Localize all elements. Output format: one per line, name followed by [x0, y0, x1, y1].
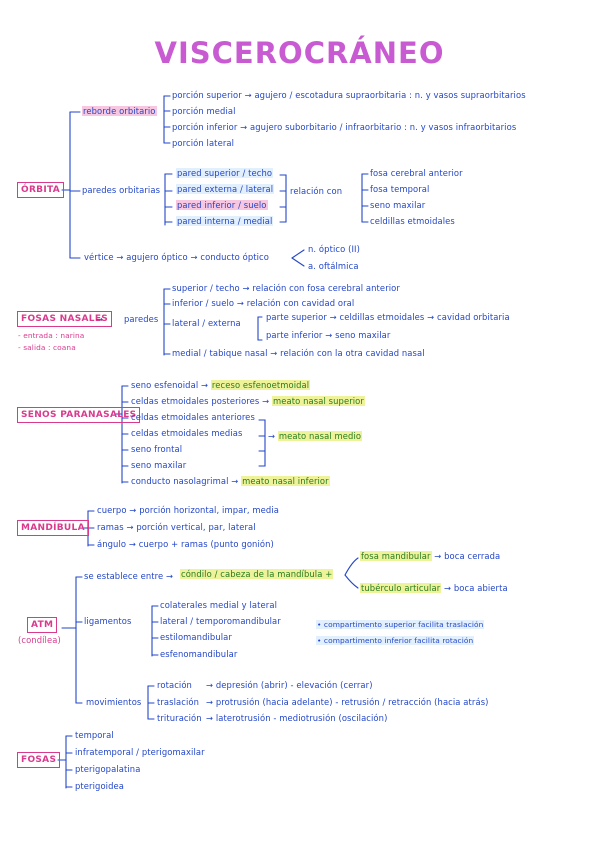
- fosas-item: superior / techo → relación con fosa cer…: [172, 283, 400, 293]
- ligamento-item: colaterales medial y lateral: [160, 600, 277, 610]
- reborde-item: porción superior → agujero / escotadura …: [172, 90, 526, 100]
- ligamento-item: esfenomandibular: [160, 649, 238, 659]
- vertice-text: vértice → agujero óptico → conducto ópti…: [84, 252, 269, 262]
- movimiento-v: → protrusión (hacia adelante) - retrusió…: [206, 697, 489, 707]
- atm-tuberculo: tubérculo articular → boca abierta: [360, 583, 508, 593]
- seno-item: celdas etmoidales anteriores: [131, 412, 255, 422]
- fosa-item: infratemporal / pterigomaxilar: [75, 747, 205, 757]
- fosa-item: pterigoidea: [75, 781, 124, 791]
- meato-medio: → meato nasal medio: [268, 431, 363, 441]
- mandibula-item: ramas → porción vertical, par, lateral: [97, 522, 256, 532]
- seno-item: seno esfenoidal → receso esfenoetmoidal: [131, 380, 311, 390]
- mandibula-label: MANDÍBULA: [17, 520, 89, 536]
- atm-establece: se establece entre →: [84, 571, 174, 581]
- vertice-branch: a. oftálmica: [308, 261, 359, 271]
- page-title: VISCEROCRÁNEO: [154, 36, 445, 70]
- relacion-item: celdillas etmoidales: [370, 216, 455, 226]
- atm-label: ATM: [27, 617, 58, 633]
- movimiento-k: traslación: [157, 697, 200, 707]
- mandibula-item: ángulo → cuerpo + ramas (punto gonión): [97, 539, 274, 549]
- movimiento-v: → depresión (abrir) - elevación (cerrar): [206, 680, 373, 690]
- pared-item: pared interna / medial: [176, 216, 274, 226]
- fosas-salida: - salida : coana: [18, 343, 76, 352]
- seno-item: celdas etmoidales medias: [131, 428, 243, 438]
- compartimento: • compartimento inferior facilita rotaci…: [316, 636, 475, 645]
- reborde-label: reborde orbitario: [82, 106, 157, 116]
- seno-item: conducto nasolagrimal → meato nasal infe…: [131, 476, 330, 486]
- fosas-item: inferior / suelo → relación con cavidad …: [172, 298, 355, 308]
- relacion-item: fosa cerebral anterior: [370, 168, 463, 178]
- seno-item: seno maxilar: [131, 460, 187, 470]
- fosas-entrada: - entrada : narina: [18, 331, 85, 340]
- atm-condilo: cóndilo / cabeza de la mandíbula +: [180, 569, 334, 579]
- fosas-lateral-sub: parte superior → celdillas etmoidales → …: [266, 312, 510, 322]
- senos-label: SENOS PARANASALES: [17, 407, 141, 423]
- fosas-paredes-label: paredes: [124, 314, 159, 324]
- movimientos-label: movimientos: [86, 697, 142, 707]
- reborde-item: porción lateral: [172, 138, 235, 148]
- fosas-item: medial / tabique nasal → relación con la…: [172, 348, 425, 358]
- fosas-label: FOSAS: [17, 752, 61, 768]
- seno-item: seno frontal: [131, 444, 183, 454]
- ligamento-item: estilomandibular: [160, 632, 232, 642]
- pared-item: pared superior / techo: [176, 168, 274, 178]
- relacion-item: seno maxilar: [370, 200, 426, 210]
- paredes-label: paredes orbitarias: [82, 185, 161, 195]
- relacion-con: relación con: [290, 186, 343, 196]
- fosas-nasales-label: FOSAS NASALES: [17, 311, 113, 327]
- movimiento-k: trituración: [157, 713, 202, 723]
- fosas-item: lateral / externa: [172, 318, 241, 328]
- orbita-label: ÓRBITA: [17, 182, 64, 198]
- movimiento-v: → laterotrusión - mediotrusión (oscilaci…: [206, 713, 388, 723]
- fosa-item: temporal: [75, 730, 114, 740]
- pared-item: pared externa / lateral: [176, 184, 275, 194]
- mandibula-item: cuerpo → porción horizontal, impar, medi…: [97, 505, 279, 515]
- ligamento-item: lateral / temporomandibular: [160, 616, 281, 626]
- seno-item: celdas etmoidales posteriores → meato na…: [131, 396, 365, 406]
- fosas-lateral-sub: parte inferior → seno maxilar: [266, 330, 391, 340]
- atm-sub: (condílea): [18, 635, 61, 645]
- atm-fosa: fosa mandibular → boca cerrada: [360, 551, 501, 561]
- reborde-item: porción medial: [172, 106, 236, 116]
- fosa-item: pterigopalatina: [75, 764, 141, 774]
- compartimento: • compartimento superior facilita trasla…: [316, 620, 485, 629]
- pared-item: pared inferior / suelo: [176, 200, 268, 210]
- relacion-item: fosa temporal: [370, 184, 430, 194]
- fosas-arrow: →: [96, 314, 104, 324]
- movimiento-k: rotación: [157, 680, 192, 690]
- ligamentos-label: ligamentos: [84, 616, 132, 626]
- reborde-item: porción inferior → agujero suborbitario …: [172, 122, 517, 132]
- vertice-branch: n. óptico (II): [308, 244, 360, 254]
